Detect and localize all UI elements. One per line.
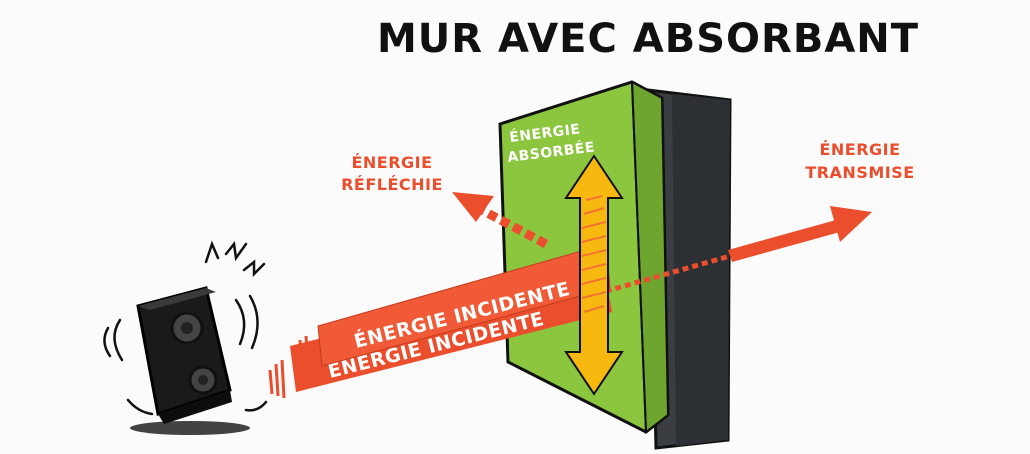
absorbed-arrow [564,154,624,396]
transmitted-label-line2: TRANSMISE [805,163,914,182]
reflected-label-line2: RÉFLÉCHIE [341,175,443,194]
beam-blur-marks [268,335,310,399]
vibration-marks-icon [103,240,268,416]
transmitted-arrow [595,206,872,297]
diagram-title: MUR AVEC ABSORBANT [377,16,919,62]
reflected-arrow [452,192,549,248]
reflected-label: ÉNERGIE RÉFLÉCHIE [341,153,443,194]
loudspeaker [130,286,250,435]
wall-back-panel [646,88,732,450]
transmitted-label-line1: ÉNERGIE [819,140,900,159]
transmitted-label: ÉNERGIE TRANSMISE [805,140,914,182]
reflected-label-line1: ÉNERGIE [351,153,432,172]
